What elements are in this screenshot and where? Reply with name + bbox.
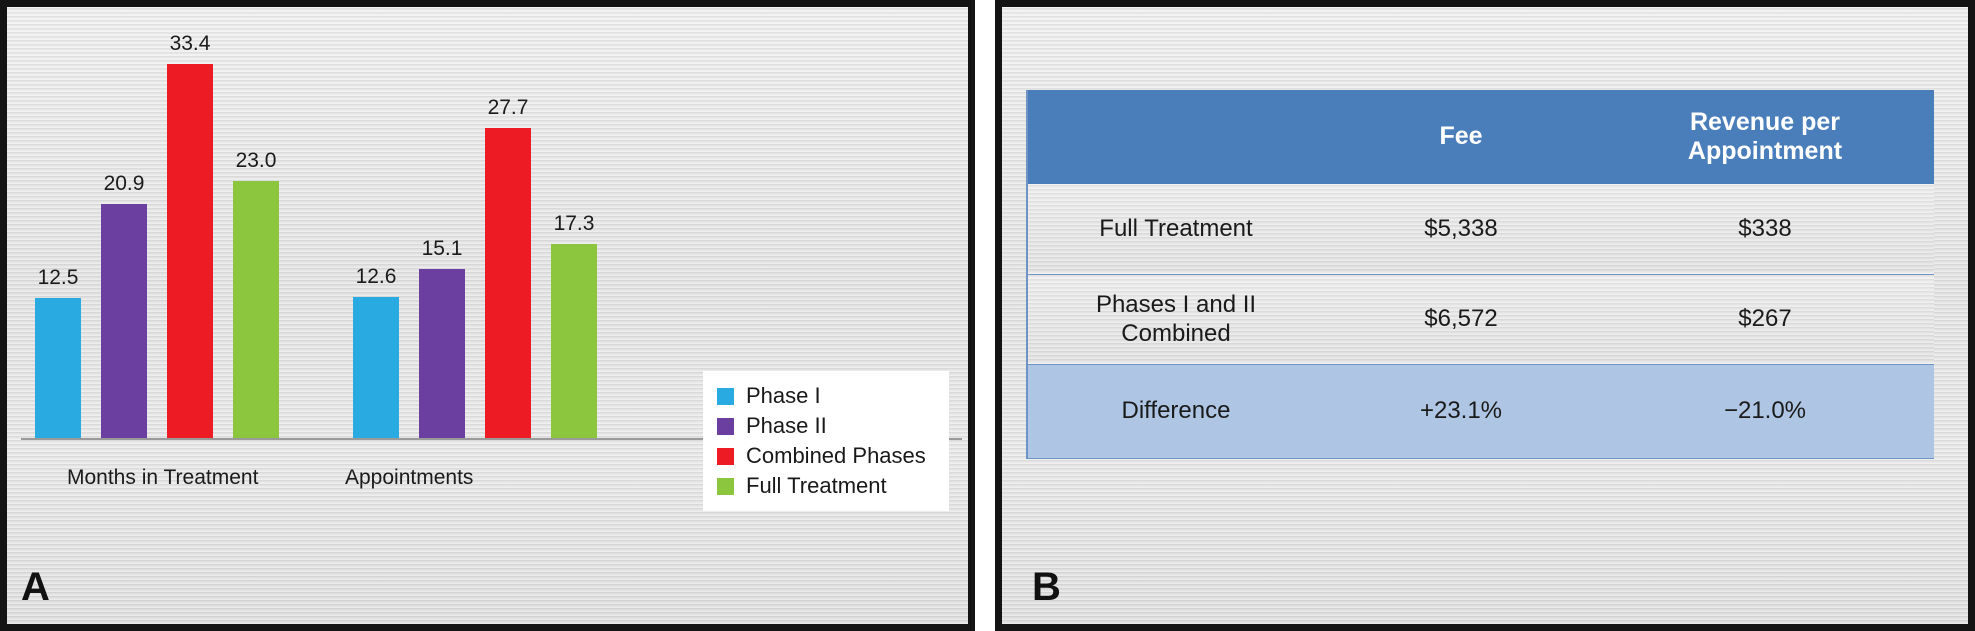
column-header-revenue-line-2: Appointment (1687, 137, 1843, 165)
bar-phase2-appointments[interactable] (419, 269, 465, 438)
legend-swatch-icon-phase-2 (717, 417, 734, 435)
cell-fee-difference: +23.1% (1419, 397, 1503, 425)
bar-value-label: 23.0 (235, 149, 277, 172)
bar-group-appointments: 12.6 15.1 27.7 17.3 (353, 7, 633, 438)
bar-full-months[interactable] (233, 181, 279, 438)
cell-revenue-phases-combined: $267 (1738, 305, 1792, 333)
x-tick-label-months-in-treatment: Months in Treatment (67, 466, 259, 489)
column-header-fee: Fee (1439, 122, 1483, 151)
table-header-row: Fee Revenue per Appointment (1026, 90, 1934, 184)
bar-phase1-appointments[interactable] (353, 297, 399, 438)
fee-revenue-table-wrapper: Fee Revenue per Appointment Full Treatme… (1026, 90, 1934, 459)
legend-swatch-icon-full-treatment (717, 477, 734, 495)
cell-revenue-difference: −21.0% (1723, 397, 1807, 425)
legend-item-phase-1[interactable]: Phase I (717, 381, 937, 411)
legend-swatch-icon-phase-1 (717, 387, 734, 405)
table-header: Fee Revenue per Appointment (1026, 90, 1934, 184)
bar-combined-appointments[interactable] (485, 128, 531, 438)
legend-item-combined-phases[interactable]: Combined Phases (717, 441, 937, 471)
bar-combined-months[interactable] (167, 64, 213, 438)
bar-slot-combined-appointments: 27.7 (485, 7, 531, 438)
row-label-full-treatment: Full Treatment (1099, 215, 1253, 243)
panel-label-b: B (1032, 565, 1061, 609)
bar-slot-combined-months: 33.4 (167, 7, 213, 438)
panel-label-a: A (21, 565, 50, 609)
table-row[interactable]: Full Treatment $5,338 $338 (1026, 184, 1934, 274)
bar-slot-full-appointments: 17.3 (551, 7, 597, 438)
legend-swatch-icon-combined-phases (717, 447, 734, 465)
bar-value-label: 17.3 (553, 212, 595, 235)
legend-label-full-treatment: Full Treatment (746, 473, 887, 498)
bar-groups: 12.5 20.9 33.4 23.0 (21, 7, 681, 438)
column-header-revenue-per-appointment: Revenue per Appointment (1596, 90, 1934, 184)
bar-value-label: 33.4 (169, 32, 211, 55)
bar-value-label: 12.6 (355, 265, 397, 288)
row-label-line-2: Combined (1121, 320, 1231, 347)
legend-item-phase-2[interactable]: Phase II (717, 411, 937, 441)
x-axis-baseline (21, 438, 962, 440)
x-tick-label-appointments: Appointments (345, 466, 474, 489)
bar-slot-full-months: 23.0 (233, 7, 279, 438)
table-row[interactable]: Phases I and II Combined $6,572 $267 (1026, 274, 1934, 364)
panel-b-table: Fee Revenue per Appointment Full Treatme… (995, 0, 1975, 631)
column-header-revenue-line-1: Revenue per (1689, 107, 1841, 136)
legend-label-phase-1: Phase I (746, 383, 821, 408)
table-left-border (1026, 90, 1028, 458)
chart-plot-area: 12.5 20.9 33.4 23.0 (7, 7, 968, 624)
bar-group-months-in-treatment: 12.5 20.9 33.4 23.0 (35, 7, 315, 438)
row-label-line-1: Phases I and II (1095, 290, 1257, 318)
bar-phase1-months[interactable] (35, 298, 81, 438)
panel-a-bar-chart: 12.5 20.9 33.4 23.0 (0, 0, 975, 631)
table-row[interactable]: Difference +23.1% −21.0% (1026, 364, 1934, 458)
fee-revenue-table: Fee Revenue per Appointment Full Treatme… (1026, 90, 1934, 459)
bar-value-label: 20.9 (103, 172, 145, 195)
bar-value-label: 12.5 (37, 266, 79, 289)
chart-legend: Phase I Phase II Combined Phases Full Tr… (703, 371, 949, 511)
legend-label-phase-2: Phase II (746, 413, 827, 438)
cell-revenue-full-treatment: $338 (1738, 215, 1792, 243)
bar-full-appointments[interactable] (551, 244, 597, 438)
x-axis-category-labels: Months in Treatment Appointments (21, 450, 721, 490)
bar-value-label: 15.1 (421, 237, 463, 260)
bar-slot-phase1-appointments: 12.6 (353, 7, 399, 438)
table-body: Full Treatment $5,338 $338 Phases I and … (1026, 184, 1934, 458)
bar-slot-phase2-appointments: 15.1 (419, 7, 465, 438)
legend-item-full-treatment[interactable]: Full Treatment (717, 471, 937, 501)
row-label-phases-i-and-ii-combined: Phases I and II Combined (1026, 274, 1326, 364)
bar-slot-phase1-months: 12.5 (35, 7, 81, 438)
column-header-blank (1026, 90, 1326, 184)
bar-slot-phase2-months: 20.9 (101, 7, 147, 438)
bar-phase2-months[interactable] (101, 204, 147, 438)
cell-fee-phases-combined: $6,572 (1424, 305, 1498, 333)
bar-value-label: 27.7 (487, 96, 529, 119)
legend-label-combined-phases: Combined Phases (746, 443, 926, 468)
cell-fee-full-treatment: $5,338 (1424, 215, 1498, 243)
row-label-difference: Difference (1121, 397, 1231, 425)
